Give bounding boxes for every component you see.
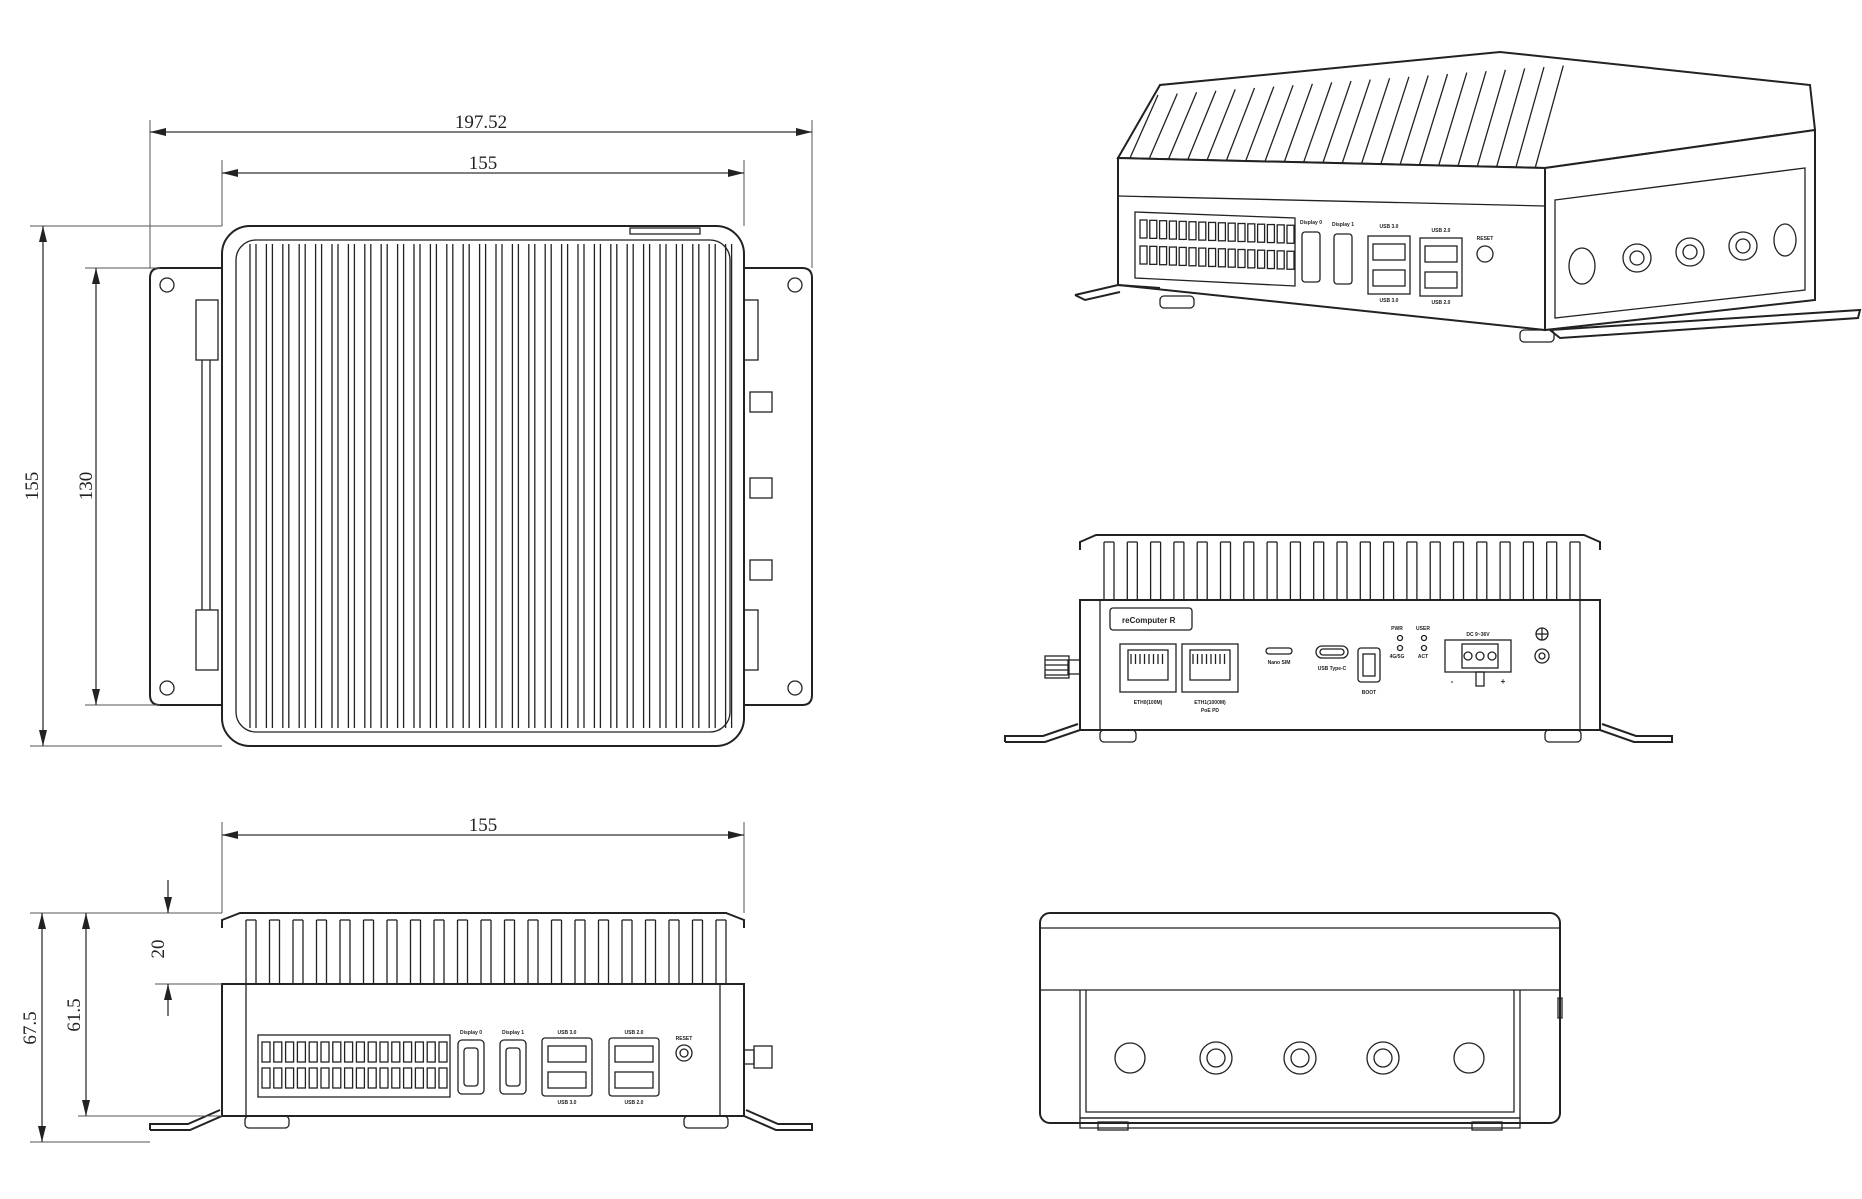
dim-fin-height: 20	[148, 940, 169, 959]
iso-label-display-0: Display 0	[1300, 220, 1322, 226]
label-usb30-top: USB 3.0	[558, 1030, 577, 1036]
dim-front-width: 155	[469, 815, 498, 836]
iso-label-display-1: Display 1	[1332, 222, 1354, 228]
label-plus: +	[1501, 677, 1506, 686]
dim-overall-height-front: 67.5	[20, 1011, 41, 1044]
side-view	[1039, 912, 1563, 1131]
iso-label-usb20-bottom: USB 2.0	[1432, 300, 1451, 306]
rear-view: reComputer R ETH0(100M) ETH1(1000M) PoE …	[1004, 534, 1673, 743]
label-usb20-bottom: USB 2.0	[625, 1100, 644, 1106]
label-boot: BOOT	[1362, 690, 1376, 696]
label-display-1: Display 1	[502, 1030, 524, 1036]
dim-overall-width: 197.52	[455, 112, 507, 133]
top-view	[149, 225, 813, 747]
top-view-dimensions: 197.52 155 155 130	[22, 112, 813, 747]
isometric-view: Display 0 Display 1 USB 3.0 USB 3.0 USB …	[1074, 50, 1862, 343]
dim-hole-spacing: 130	[76, 472, 97, 501]
label-4g5g: 4G/5G	[1390, 654, 1405, 660]
label-reset: RESET	[676, 1036, 693, 1042]
dim-body-height-front: 61.5	[64, 998, 85, 1031]
label-pwr: PWR	[1391, 626, 1403, 632]
label-usb-c: USB Type-C	[1318, 666, 1347, 672]
label-usb20-top: USB 2.0	[625, 1030, 644, 1036]
label-poe: PoE PD	[1201, 708, 1219, 714]
label-minus: -	[1451, 677, 1454, 686]
label-user: USER	[1416, 626, 1430, 632]
dim-overall-height: 155	[22, 472, 43, 501]
front-view-dimensions: 155 67.5 61.5 20	[20, 815, 745, 1143]
label-brand: reComputer R	[1122, 616, 1176, 625]
label-nano-sim: Nano SIM	[1268, 660, 1291, 666]
iso-label-usb30: USB 3.0	[1380, 224, 1399, 230]
iso-label-usb30-bottom: USB 3.0	[1380, 298, 1399, 304]
label-eth0: ETH0(100M)	[1134, 700, 1163, 706]
label-usb30-bottom: USB 3.0	[558, 1100, 577, 1106]
iso-label-usb20: USB 2.0	[1432, 228, 1451, 234]
front-view: Display 0 Display 1 USB 3.0 USB 3.0 USB …	[149, 912, 813, 1131]
label-eth1: ETH1(1000M)	[1194, 700, 1226, 706]
label-act: ACT	[1418, 654, 1428, 660]
label-display-0: Display 0	[460, 1030, 482, 1036]
iso-label-reset: RESET	[1477, 236, 1494, 242]
dim-body-width: 155	[469, 153, 498, 174]
label-dc-input: DC 9~36V	[1466, 632, 1490, 638]
